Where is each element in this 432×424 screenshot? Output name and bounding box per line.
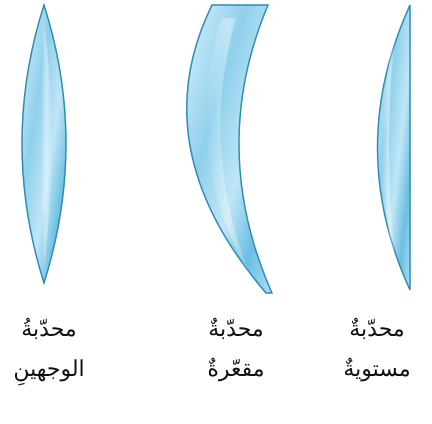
plano-convex-lens	[376, 4, 411, 291]
plano-convex-label-line1: محدّبةٌ	[349, 317, 405, 342]
biconvex-label-line2: الوجهينِ	[13, 357, 85, 382]
biconvex-label: محدّبةُ الوجهينِ	[0, 310, 104, 390]
convex-concave-lens	[186, 4, 274, 294]
convex-concave-label-line2: مقعّرةٌ	[207, 357, 265, 382]
convex-concave-label: محدّبةٌ مقعّرةٌ	[181, 310, 291, 390]
plano-convex-label-line2: مستويةٌ	[343, 357, 411, 382]
convex-concave-label-line1: محدّبةٌ	[208, 317, 264, 342]
plano-convex-label: محدّبةٌ مستويةٌ	[322, 310, 432, 390]
biconvex-label-line1: محدّبةُ	[21, 317, 77, 342]
biconvex-lens	[21, 2, 67, 286]
